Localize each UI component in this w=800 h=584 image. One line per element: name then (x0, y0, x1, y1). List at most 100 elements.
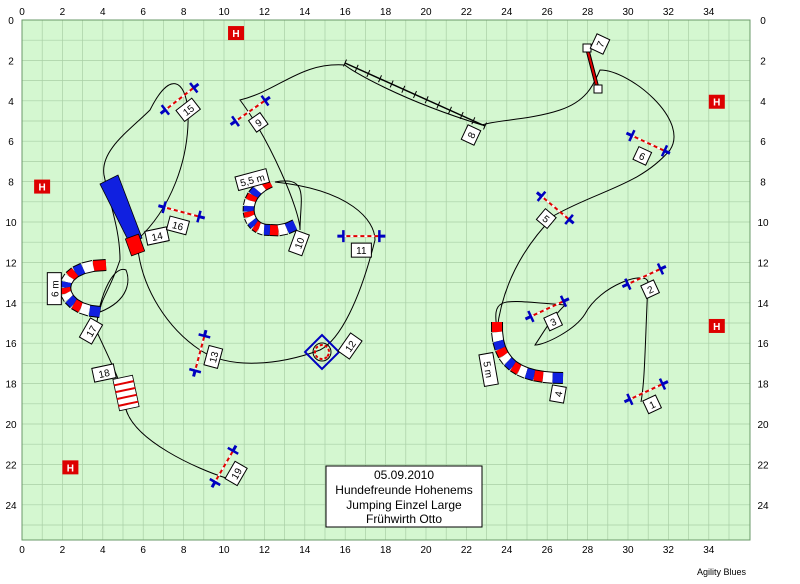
tunnel-length-label: 6 m (46, 272, 62, 306)
svg-text:19: 19 (230, 466, 245, 482)
wall-number-tag: 18 (91, 363, 117, 383)
jump-number-tag: 15 (175, 97, 202, 123)
x-tick-bottom: 4 (100, 545, 106, 556)
jump-3: 3 (524, 295, 570, 332)
jump-number-tag: 16 (165, 215, 191, 236)
y-tick-right: 0 (760, 16, 766, 27)
y-tick-right: 6 (760, 137, 766, 148)
field-grid (22, 20, 750, 540)
x-tick-bottom: 22 (461, 545, 473, 556)
dogwalk: 8 (343, 59, 487, 146)
tunnel-17 (59, 259, 107, 318)
x-tick-bottom: 18 (380, 545, 392, 556)
x-tick-top: 4 (100, 7, 106, 18)
jump-number-tag: 19 (224, 460, 248, 487)
jump-number-tag: 9 (247, 111, 269, 133)
svg-text:18: 18 (98, 368, 112, 381)
y-tick-right: 14 (757, 299, 769, 310)
jump-16: 16 (158, 201, 206, 236)
y-tick-left: 6 (8, 137, 14, 148)
x-tick-bottom: 16 (340, 545, 352, 556)
tyre-number-tag: 12 (337, 332, 363, 360)
y-tick-left: 4 (8, 97, 14, 108)
y-tick-left: 16 (5, 339, 17, 350)
field-background (22, 20, 750, 540)
x-tick-bottom: 20 (420, 545, 432, 556)
helper-marker: H (62, 460, 79, 475)
x-tick-top: 0 (19, 7, 25, 18)
y-tick-left: 8 (8, 178, 14, 189)
x-tick-bottom: 34 (703, 545, 715, 556)
svg-text:8: 8 (466, 130, 479, 140)
x-tick-top: 16 (340, 7, 352, 18)
x-tick-top: 26 (542, 7, 554, 18)
x-tick-top: 22 (461, 7, 473, 18)
info-date: 05.09.2010 (374, 468, 434, 482)
y-tick-right: 8 (760, 178, 766, 189)
tunnel-4 (491, 321, 564, 384)
x-tick-top: 32 (663, 7, 675, 18)
x-tick-bottom: 10 (218, 545, 230, 556)
jump-15: 15 (159, 82, 202, 123)
svg-text:H: H (713, 98, 720, 109)
jump-number-tag: 6 (632, 145, 653, 166)
y-tick-left: 24 (5, 501, 17, 512)
svg-text:6 m: 6 m (50, 280, 61, 297)
svg-text:1: 1 (648, 399, 658, 412)
y-tick-left: 22 (5, 460, 17, 471)
helper-marker: H (228, 26, 245, 40)
helper-marker: H (34, 179, 51, 194)
dogwalk-number-tag: 8 (460, 124, 482, 146)
y-tick-left: 14 (5, 299, 17, 310)
x-tick-bottom: 30 (622, 545, 634, 556)
tunnel-17-number-tag: 17 (78, 317, 104, 345)
jump-1: 1 (623, 378, 669, 415)
x-tick-top: 24 (501, 7, 513, 18)
chute-number-tag: 14 (144, 226, 170, 246)
svg-text:5 m: 5 m (480, 361, 494, 379)
jump-5: 5 (535, 190, 575, 230)
wall (112, 374, 140, 412)
y-tick-right: 22 (757, 460, 769, 471)
svg-text:10: 10 (293, 236, 307, 251)
y-tick-left: 10 (5, 218, 17, 229)
field-border (21, 19, 751, 541)
jump-number-tag: 11 (350, 242, 372, 258)
x-tick-bottom: 32 (663, 545, 675, 556)
svg-text:11: 11 (356, 246, 367, 257)
svg-text:H: H (232, 29, 239, 40)
y-tick-right: 10 (757, 218, 769, 229)
x-tick-top: 10 (218, 7, 230, 18)
a-frame-number-tag: 7 (589, 33, 611, 55)
tunnel-10 (242, 176, 298, 237)
info-class: Jumping Einzel Large (346, 498, 462, 512)
info-box: 05.09.2010 Hundefreunde Hohenems Jumping… (325, 465, 483, 528)
jump-number-tag: 13 (203, 344, 224, 370)
y-tick-left: 12 (5, 258, 17, 269)
y-tick-right: 4 (760, 97, 766, 108)
svg-text:16: 16 (171, 220, 185, 234)
svg-text:5: 5 (540, 214, 552, 226)
x-tick-top: 2 (60, 7, 66, 18)
x-tick-top: 12 (259, 7, 271, 18)
helper-marker: H (708, 318, 725, 333)
x-tick-top: 6 (140, 7, 146, 18)
x-tick-bottom: 6 (140, 545, 146, 556)
x-tick-bottom: 12 (259, 545, 271, 556)
svg-text:3: 3 (549, 317, 559, 330)
x-tick-top: 18 (380, 7, 392, 18)
x-tick-top: 8 (181, 7, 187, 18)
tunnel-length-label: 5,5 m (234, 168, 271, 192)
x-tick-bottom: 8 (181, 545, 187, 556)
chute: 14 (99, 174, 170, 257)
a-frame: 7 (582, 33, 611, 94)
x-tick-bottom: 26 (542, 545, 554, 556)
x-tick-top: 20 (420, 7, 432, 18)
jump-9: 9 (229, 94, 271, 133)
svg-text:6: 6 (637, 151, 647, 164)
y-tick-right: 18 (757, 380, 769, 391)
x-tick-bottom: 14 (299, 545, 311, 556)
jump-number-tag: 5 (535, 208, 557, 230)
y-tick-right: 24 (757, 501, 769, 512)
